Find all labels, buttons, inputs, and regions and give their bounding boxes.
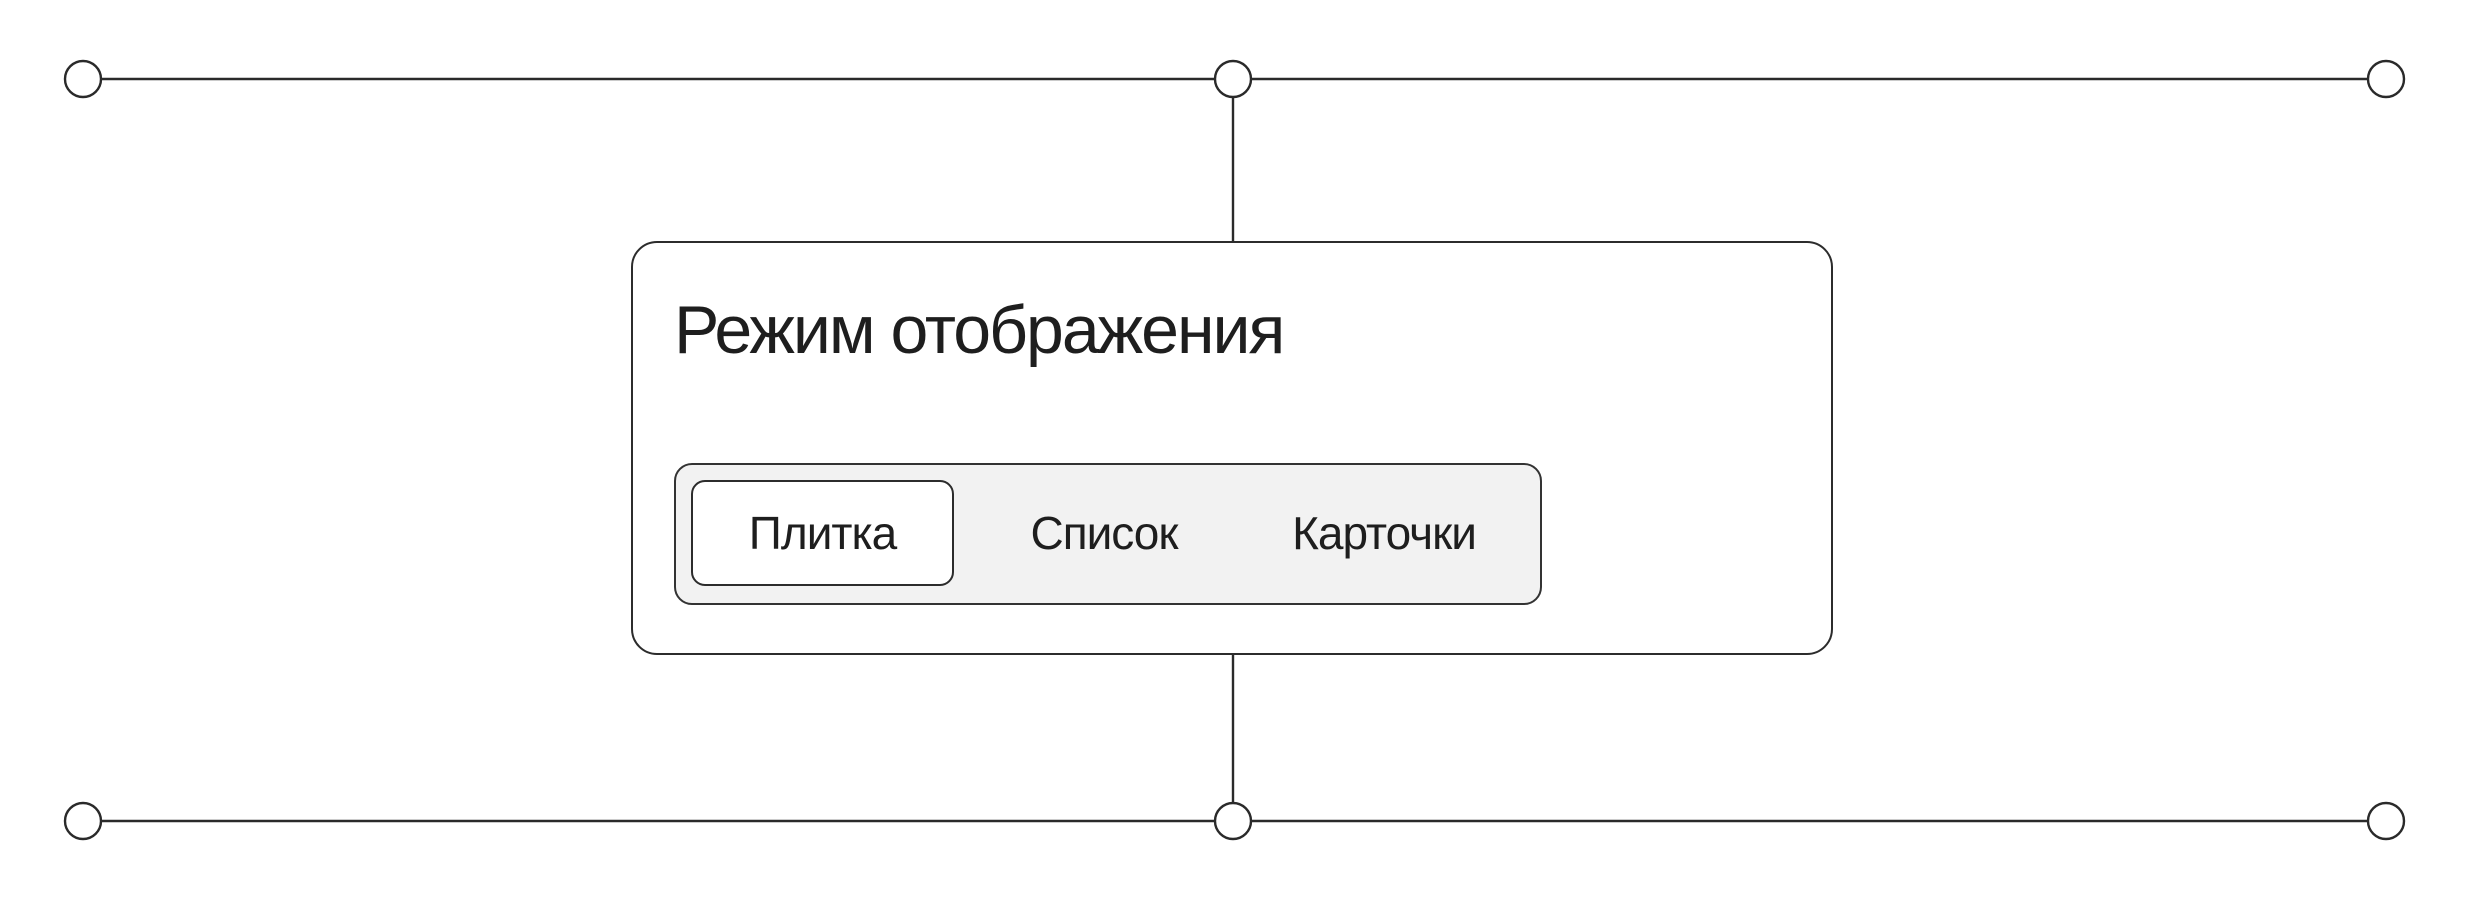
top-left-node: [63, 59, 103, 99]
view-mode-option-cards[interactable]: Карточки: [1292, 507, 1477, 559]
display-mode-panel: Режим отображения Плитка Список Карточки: [631, 241, 1833, 655]
top-right-node: [2366, 59, 2406, 99]
panel-title: Режим отображения: [674, 292, 1285, 368]
bottom-right-node: [2366, 801, 2406, 841]
top-center-node: [1213, 59, 1253, 99]
bottom-left-node: [63, 801, 103, 841]
bottom-center-node: [1213, 801, 1253, 841]
view-mode-segmented-control: Плитка Список Карточки: [674, 463, 1542, 605]
view-mode-option-list[interactable]: Список: [1030, 507, 1178, 559]
view-mode-option-tile[interactable]: Плитка: [691, 480, 954, 586]
